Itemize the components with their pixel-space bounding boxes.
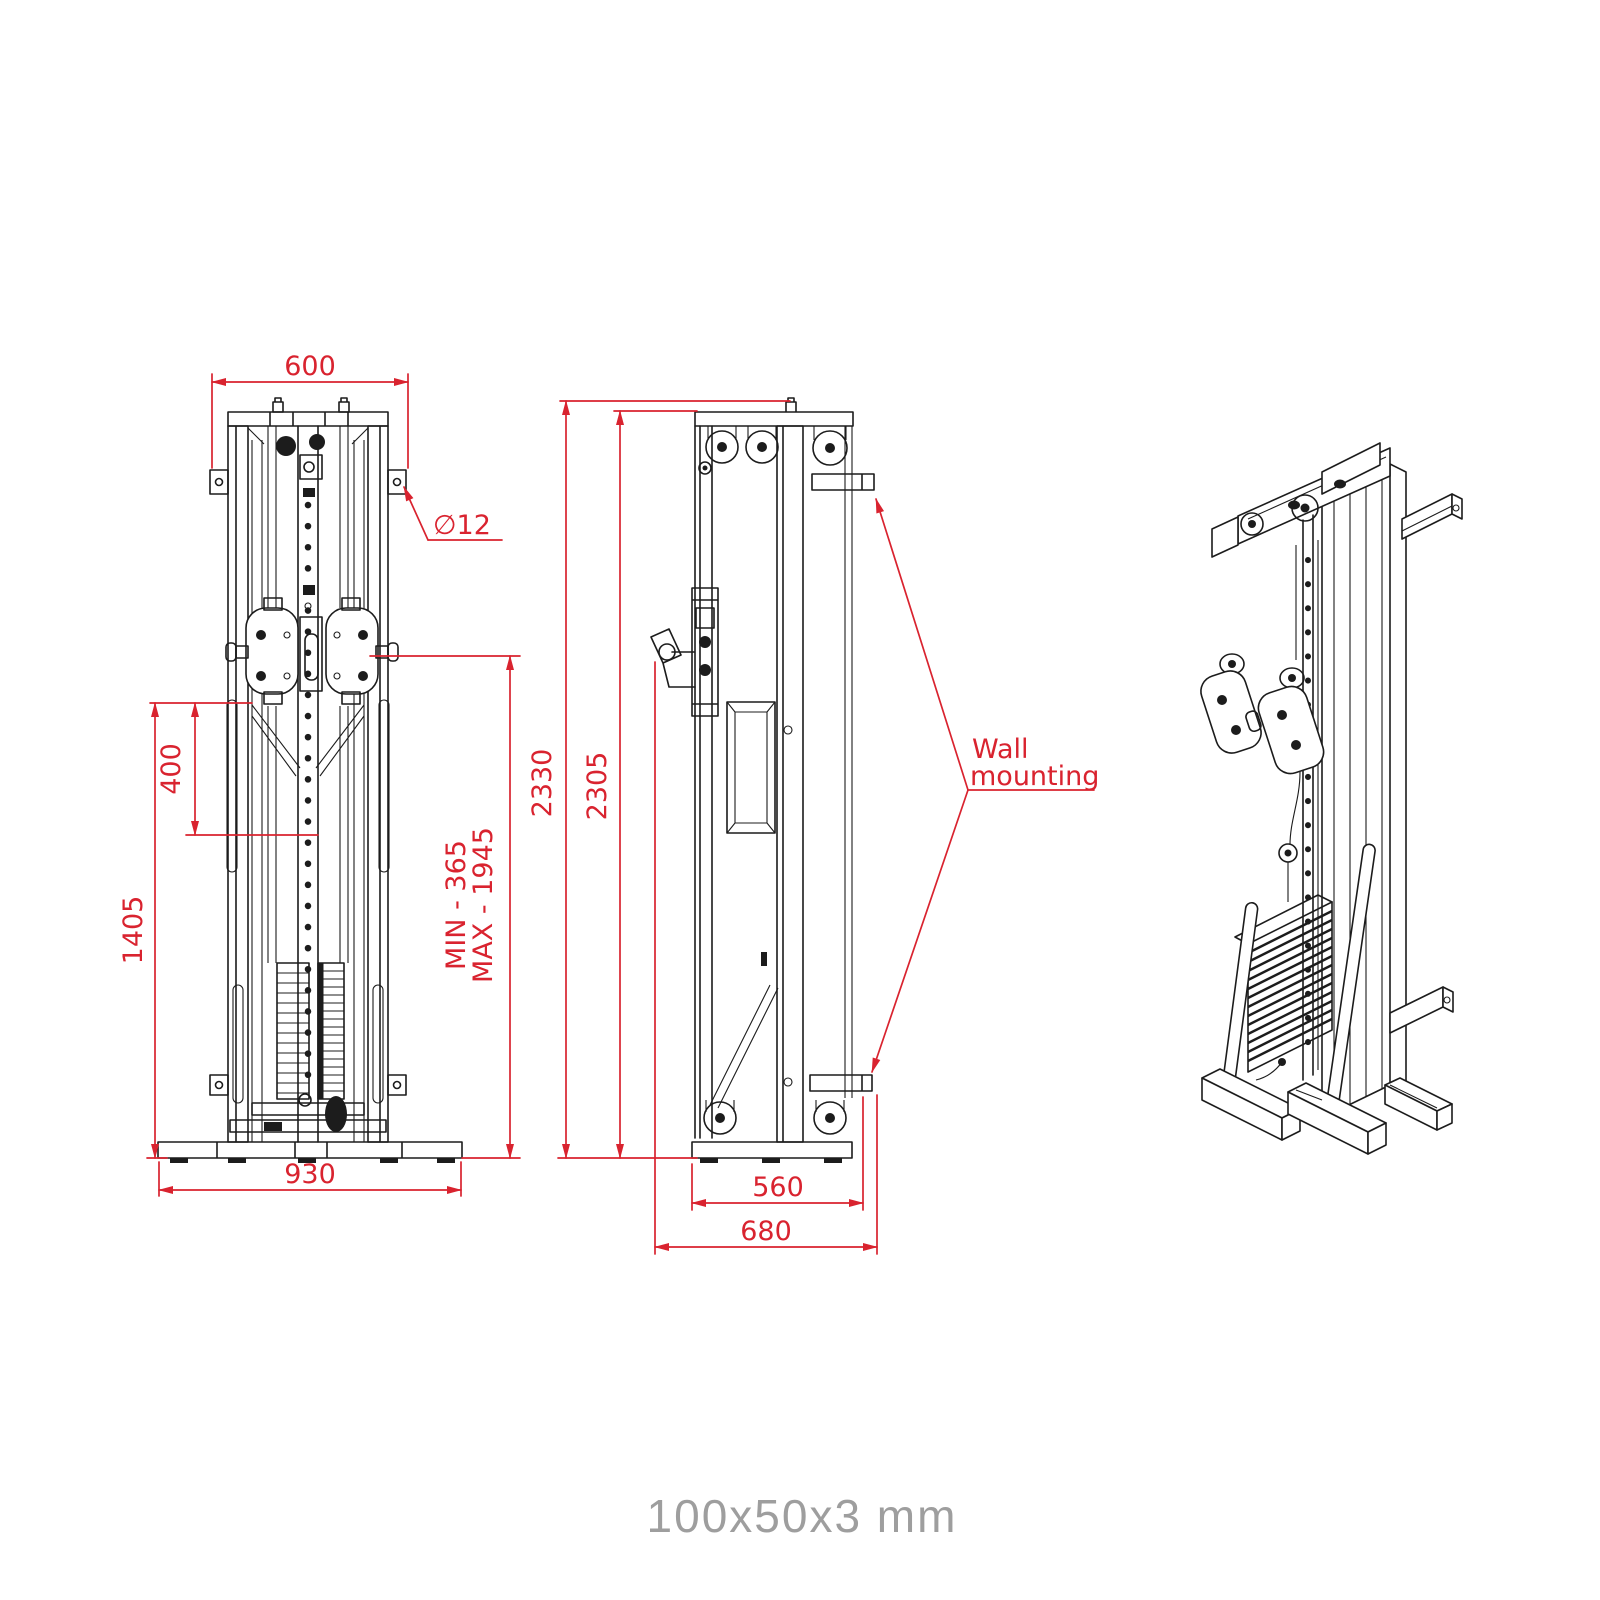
dim-overall-height: 2330 [527, 749, 558, 818]
label-wall-mounting-line1: Wall [972, 734, 1029, 765]
caption-profile-size: 100x50x3 mm [647, 1490, 958, 1542]
dim-base-depth: 560 [752, 1172, 804, 1203]
dim-overall-depth: 680 [740, 1216, 792, 1247]
dim-height-1405: 1405 [118, 896, 149, 965]
dim-top-width: 600 [284, 351, 336, 382]
dim-min-travel: MIN - 365 [441, 840, 472, 970]
front-view-drawing: 600 ∅12 400 1405 MIN - 365 MAX - 1945 93… [118, 351, 521, 1197]
dim-handle-spacing: 400 [156, 743, 187, 795]
side-view-drawing: 2330 2305 560 680 Wall mounting [527, 397, 1099, 1255]
dim-hole-diameter: ∅12 [433, 510, 491, 541]
isometric-view-drawing [1200, 442, 1463, 1155]
label-wall-mounting-line2: mounting [970, 761, 1099, 792]
dim-base-width: 930 [284, 1159, 336, 1190]
dim-frame-height: 2305 [582, 752, 613, 821]
dim-max-travel: MAX - 1945 [468, 827, 499, 983]
